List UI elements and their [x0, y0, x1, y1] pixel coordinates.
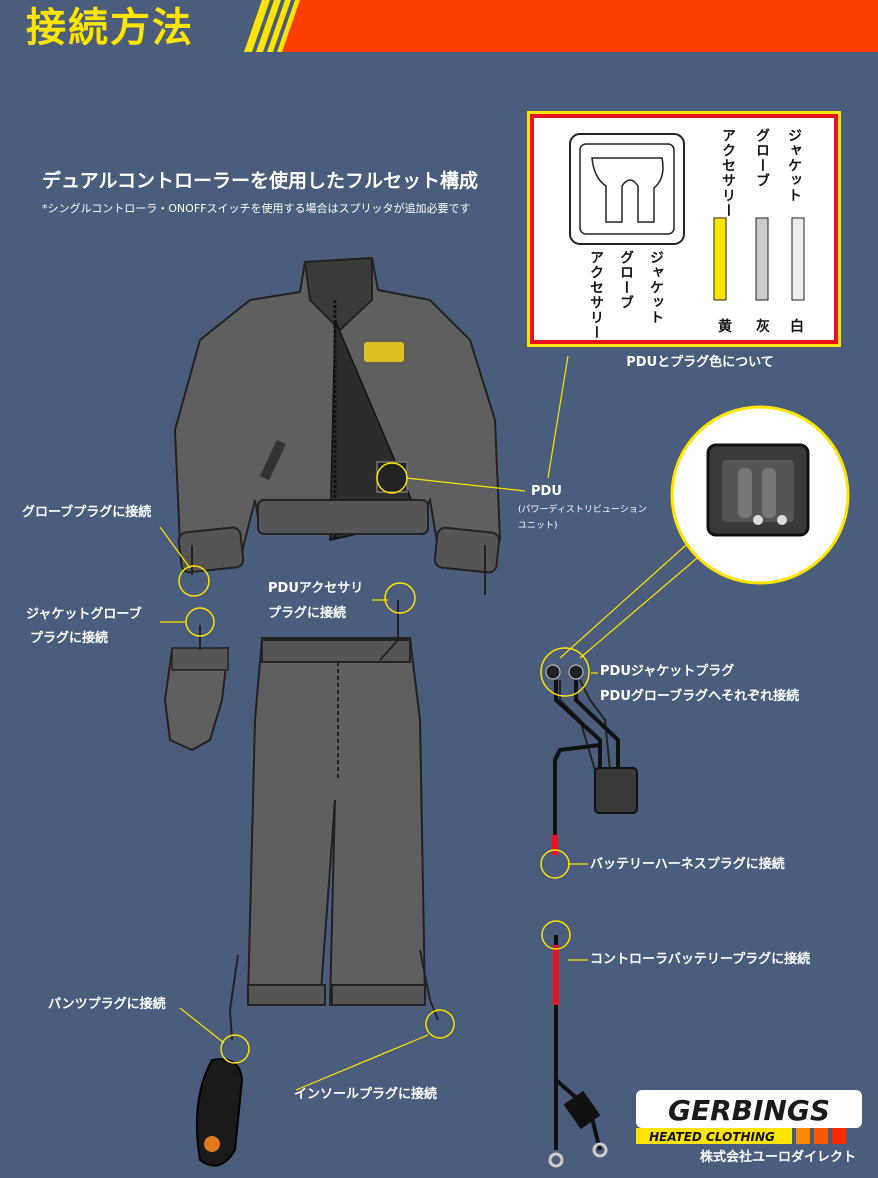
callout-pdu: PDU: [531, 484, 562, 499]
pdu-caption: PDUとプラグ色について: [626, 355, 774, 370]
controller-battery-cable: [548, 935, 608, 1168]
callout-pdu-jacket-1: PDUジャケットプラグ: [600, 664, 735, 679]
pdu-closeup: [670, 405, 850, 585]
company-name: 株式会社ユーロダイレクト: [700, 1150, 857, 1165]
page-title: 接続方法: [26, 5, 194, 51]
callout-pants-plug: パンツプラグに接続: [48, 997, 166, 1012]
plug-color-gray: 灰: [756, 319, 770, 335]
pdu-plug-color-panel: ジャケット グローブ アクセサリー ジャケット グローブ アクセサリー 白 灰 …: [530, 114, 838, 344]
socket-label-jacket: ジャケット: [648, 250, 664, 325]
callout-pdu-acc-1: PDUアクセサリ: [268, 581, 364, 596]
plug-label-accessory: アクセサリー: [720, 128, 736, 218]
callout-pdu-sub-2: ユニット): [518, 521, 558, 531]
gerbings-logo: GERBINGS HEATED CLOTHING: [636, 1090, 862, 1144]
insole-illustration: [195, 1058, 244, 1167]
callout-battery-harness: バッテリーハーネスプラグに接続: [590, 857, 785, 872]
callout-jacket-glove-1: ジャケットグローブ: [26, 607, 142, 622]
header-banner: [0, 0, 878, 52]
callout-pdu-acc-2: プラグに接続: [268, 606, 347, 621]
callout-glove-plug: グローブプラグに接続: [22, 505, 152, 520]
callout-insole-plug: インソールプラグに接続: [294, 1087, 438, 1102]
callout-circles: [178, 462, 590, 1064]
jacket-illustration: [173, 256, 502, 574]
pants-illustration: [246, 637, 427, 1007]
callout-controller-battery: コントローラバッテリープラグに接続: [590, 952, 811, 967]
setup-note: *シングルコントローラ・ONOFFスイッチを使用する場合はスプリッタが追加必要で…: [42, 202, 471, 215]
socket-label-accessory: アクセサリー: [588, 250, 604, 340]
callout-pdu-jacket-2: PDUグローブラグへそれぞれ接続: [600, 689, 800, 704]
plug-label-jacket: ジャケット: [786, 128, 802, 203]
svg-text:HEATED CLOTHING: HEATED CLOTHING: [649, 1130, 775, 1144]
svg-text:GERBINGS: GERBINGS: [668, 1094, 830, 1127]
plug-color-white: 白: [790, 319, 804, 335]
plug-label-glove: グローブ: [754, 128, 770, 188]
callout-jacket-glove-2: プラグに接続: [30, 631, 109, 646]
callout-pdu-sub-1: (パワーディストリビューション: [518, 505, 647, 515]
pdu-socket-diagram: [569, 133, 805, 301]
section-subtitle: デュアルコントローラーを使用したフルセット構成: [42, 170, 479, 192]
pdu-y-harness: [545, 664, 638, 855]
plug-color-yellow: 黄: [718, 319, 732, 335]
socket-label-glove: グローブ: [618, 250, 634, 310]
